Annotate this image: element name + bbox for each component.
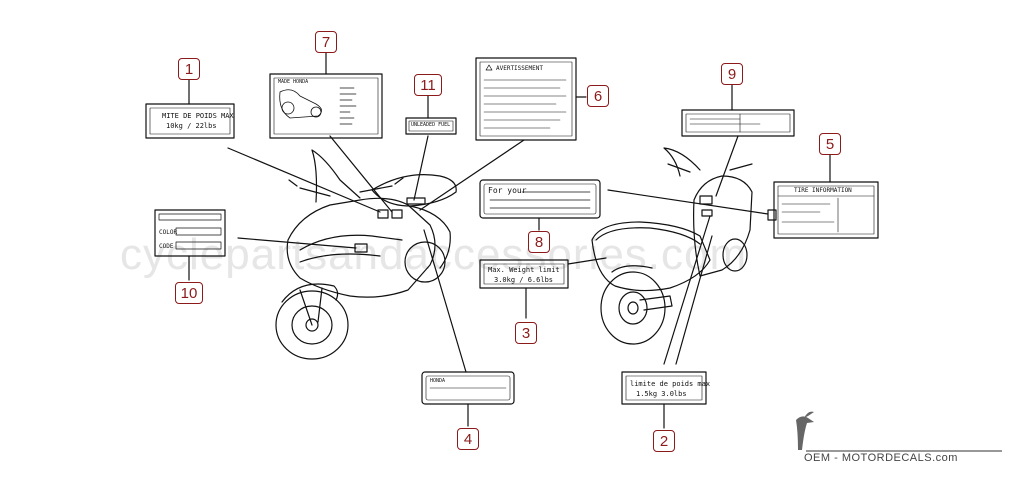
label-3-line1: Max. Weight limit: [488, 266, 560, 274]
callout-10: 10: [175, 282, 203, 304]
label-2-panel: [621, 371, 707, 405]
label-11-text: UNLEADED FUEL: [411, 122, 451, 128]
watermark-text: cyclepartsandaccessories.com: [120, 230, 748, 279]
brand-text: OEM - MOTORDECALS.com: [804, 452, 958, 464]
brand-bird-icon: [796, 411, 814, 450]
label-1-line1: MITE DE POIDS MAX: [162, 112, 234, 120]
label-8-text: For your: [488, 186, 527, 195]
label-7-panel: [269, 73, 383, 139]
label-10-code: CODE: [159, 243, 174, 250]
label-5-panel: [773, 181, 879, 239]
label-2-line2: 1.5kg 3.0lbs: [636, 390, 687, 398]
left-scooter: [275, 149, 457, 360]
leader-lines: [188, 51, 831, 429]
right-scooter: [591, 147, 777, 345]
label-10-panel: [154, 209, 226, 257]
callout-6: 6: [587, 85, 609, 107]
callout-1: 1: [178, 58, 200, 80]
label-6-header: AVERTISSEMENT: [496, 65, 543, 72]
callout-7: 7: [315, 31, 337, 53]
label-6-panel: [475, 57, 577, 141]
callout-5: 5: [819, 133, 841, 155]
callout-2: 2: [653, 430, 675, 452]
callout-3: 3: [515, 322, 537, 344]
label-2-line1: limite de poids max: [630, 380, 711, 388]
label-1-line2: 10kg / 22lbs: [166, 122, 217, 130]
callout-4: 4: [457, 428, 479, 450]
callout-8: 8: [528, 231, 550, 253]
label-4-header: HONDA: [430, 378, 446, 384]
label-11-panel: [405, 117, 457, 135]
callout-11: 11: [414, 74, 442, 96]
label-4-panel: [421, 371, 515, 405]
label-10-color: COLOR: [159, 229, 178, 236]
label-8-panel: [479, 179, 601, 219]
callout-9: 9: [721, 63, 743, 85]
label-9-panel: [681, 109, 795, 137]
label-5-header: TIRE INFORMATION: [794, 187, 852, 194]
label-7-header: MADE HONDA: [278, 79, 309, 85]
label-3-line2: 3.0kg / 6.6lbs: [494, 276, 554, 284]
label-3-panel: [479, 259, 569, 289]
label-1-panel: [145, 103, 235, 139]
